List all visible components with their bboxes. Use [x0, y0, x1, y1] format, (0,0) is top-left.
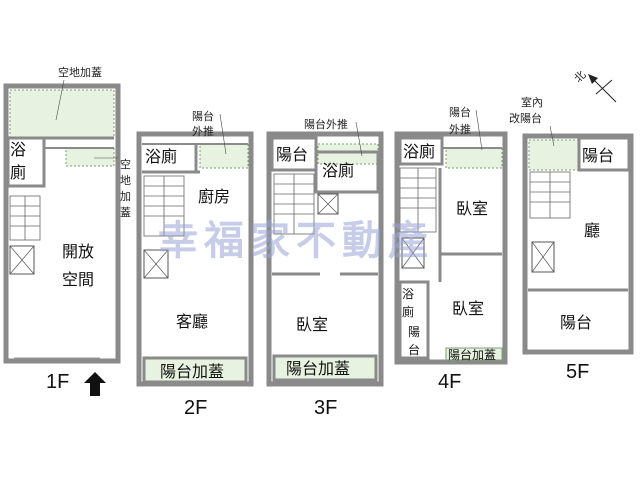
floor-2f-note-2: 外推	[192, 124, 214, 138]
floor-4f-balcony-extension	[445, 347, 503, 361]
floor-1f-note-v2: 地	[120, 174, 131, 187]
floor-4f-stairs	[399, 167, 437, 233]
floor-4f-room-balcony-small-2: 台	[408, 342, 420, 357]
floor-1f-bathroom	[6, 136, 46, 188]
floor-4f-room-balcony-ext: 陽台加蓋	[448, 347, 496, 362]
north-label: 北	[572, 68, 589, 85]
floor-2f-note-1: 陽台	[192, 109, 214, 123]
floor-1f-room-bath-2: 廁	[10, 163, 26, 182]
floor-2f-stairs	[143, 175, 185, 237]
floor-1f-room-open-1: 開放	[62, 242, 94, 261]
floor-3f-plan: 陽台外推 陽台 浴廁 臥室 陽台加蓋 3F	[266, 117, 384, 419]
floor-4f-label: 4F	[438, 371, 461, 393]
floor-2f-shaft	[143, 249, 169, 279]
floor-3f-balcony-extension	[272, 354, 378, 382]
floor-4f-bathroom-lower	[398, 280, 430, 360]
floor-3f-shaft	[317, 193, 339, 215]
floor-1f-note-v4: 蓋	[120, 206, 131, 219]
floor-1f-extension-area	[9, 89, 115, 139]
floor-4f-outline	[394, 131, 508, 365]
floor-4f-room-bath-top: 浴廁	[403, 142, 435, 161]
floor-4f-room-bath-lower-1: 浴	[402, 287, 414, 301]
floor-2f-room-living: 客廳	[176, 312, 208, 331]
floor-4f-plan: 陽台 外推 浴廁 臥室 浴 廁 陽 台 臥室 陽台加蓋 4F	[394, 105, 508, 393]
floor-4f-room-balcony-small-1: 陽	[408, 325, 420, 339]
floor-5f-room-hall: 廳	[584, 221, 600, 240]
floor-3f-room-bedroom: 臥室	[296, 315, 328, 334]
floor-4f-bathroom-top	[398, 136, 444, 166]
floor-1f-stairs	[9, 195, 41, 241]
floor-1f-note-v3: 加	[120, 190, 131, 203]
floor-4f-note-1: 陽台	[449, 105, 471, 119]
floor-1f-shaft	[9, 245, 35, 275]
floor-4f-room-bedroom-lower: 臥室	[452, 299, 484, 318]
floor-3f-bathroom	[314, 150, 380, 194]
floor-5f-room-balcony-top: 陽台	[582, 146, 614, 165]
floor-3f-note-1: 陽台外推	[304, 117, 348, 131]
floor-2f-room-kitchen: 廚房	[198, 187, 230, 206]
floor-5f-plan: 室內 改陽台 陽台 廳 陽台 5F	[509, 95, 634, 383]
floor-5f-stairs	[529, 171, 571, 219]
floor-5f-room-balcony-bottom: 陽台	[560, 313, 592, 332]
floor-2f-room-bath: 浴廁	[145, 147, 177, 166]
floor-1f-note-top: 空地加蓋	[58, 65, 102, 79]
floor-4f-room-bath-lower-2: 廁	[402, 304, 414, 319]
floor-2f-balcony-extension	[142, 356, 248, 384]
floor-1f-room-bath-1: 浴	[10, 140, 26, 159]
floor-4f-shaft	[401, 237, 425, 269]
floor-3f-outline	[266, 131, 384, 387]
floor-3f-room-bath: 浴廁	[322, 161, 354, 180]
floor-5f-shaft	[531, 241, 555, 273]
entrance-arrow-icon	[84, 372, 106, 396]
floor-5f-balcony-top	[577, 136, 631, 172]
floor-2f-plan: 陽台 外推 浴廁 廚房 客廳 陽台加蓋 2F	[136, 109, 254, 419]
floor-2f-balcony-pushout	[199, 143, 249, 169]
floor-3f-label: 3F	[314, 397, 337, 419]
floor-4f-note-2: 外推	[449, 122, 471, 136]
floor-4f-room-bedroom-top: 臥室	[456, 199, 488, 218]
floor-5f-note-2: 改陽台	[509, 111, 542, 125]
floor-2f-label: 2F	[184, 397, 207, 419]
floor-1f-note-v1: 空	[120, 157, 131, 171]
floor-2f-room-balcony: 陽台加蓋	[160, 362, 224, 381]
floor-3f-room-balcony-ext: 陽台加蓋	[286, 359, 350, 378]
floor-1f-label: 1F	[46, 371, 69, 393]
floor-4f-balcony-pushout	[445, 147, 503, 169]
floor-5f-label: 5F	[566, 361, 589, 383]
north-arrow-icon: 北	[572, 68, 617, 103]
watermark-text: 幸福家不動產	[158, 218, 434, 264]
floor-3f-room-balcony: 陽台	[276, 145, 308, 164]
floor-5f-note-1: 室內	[521, 95, 543, 109]
floor-1f-plan: 空地加蓋 空 地 加 蓋 浴 廁 開放 空間 1F	[3, 65, 131, 396]
floor-1f-room-open-2: 空間	[62, 270, 94, 289]
floor-1f-side-extension	[65, 147, 115, 167]
floor-3f-stairs	[273, 173, 315, 235]
